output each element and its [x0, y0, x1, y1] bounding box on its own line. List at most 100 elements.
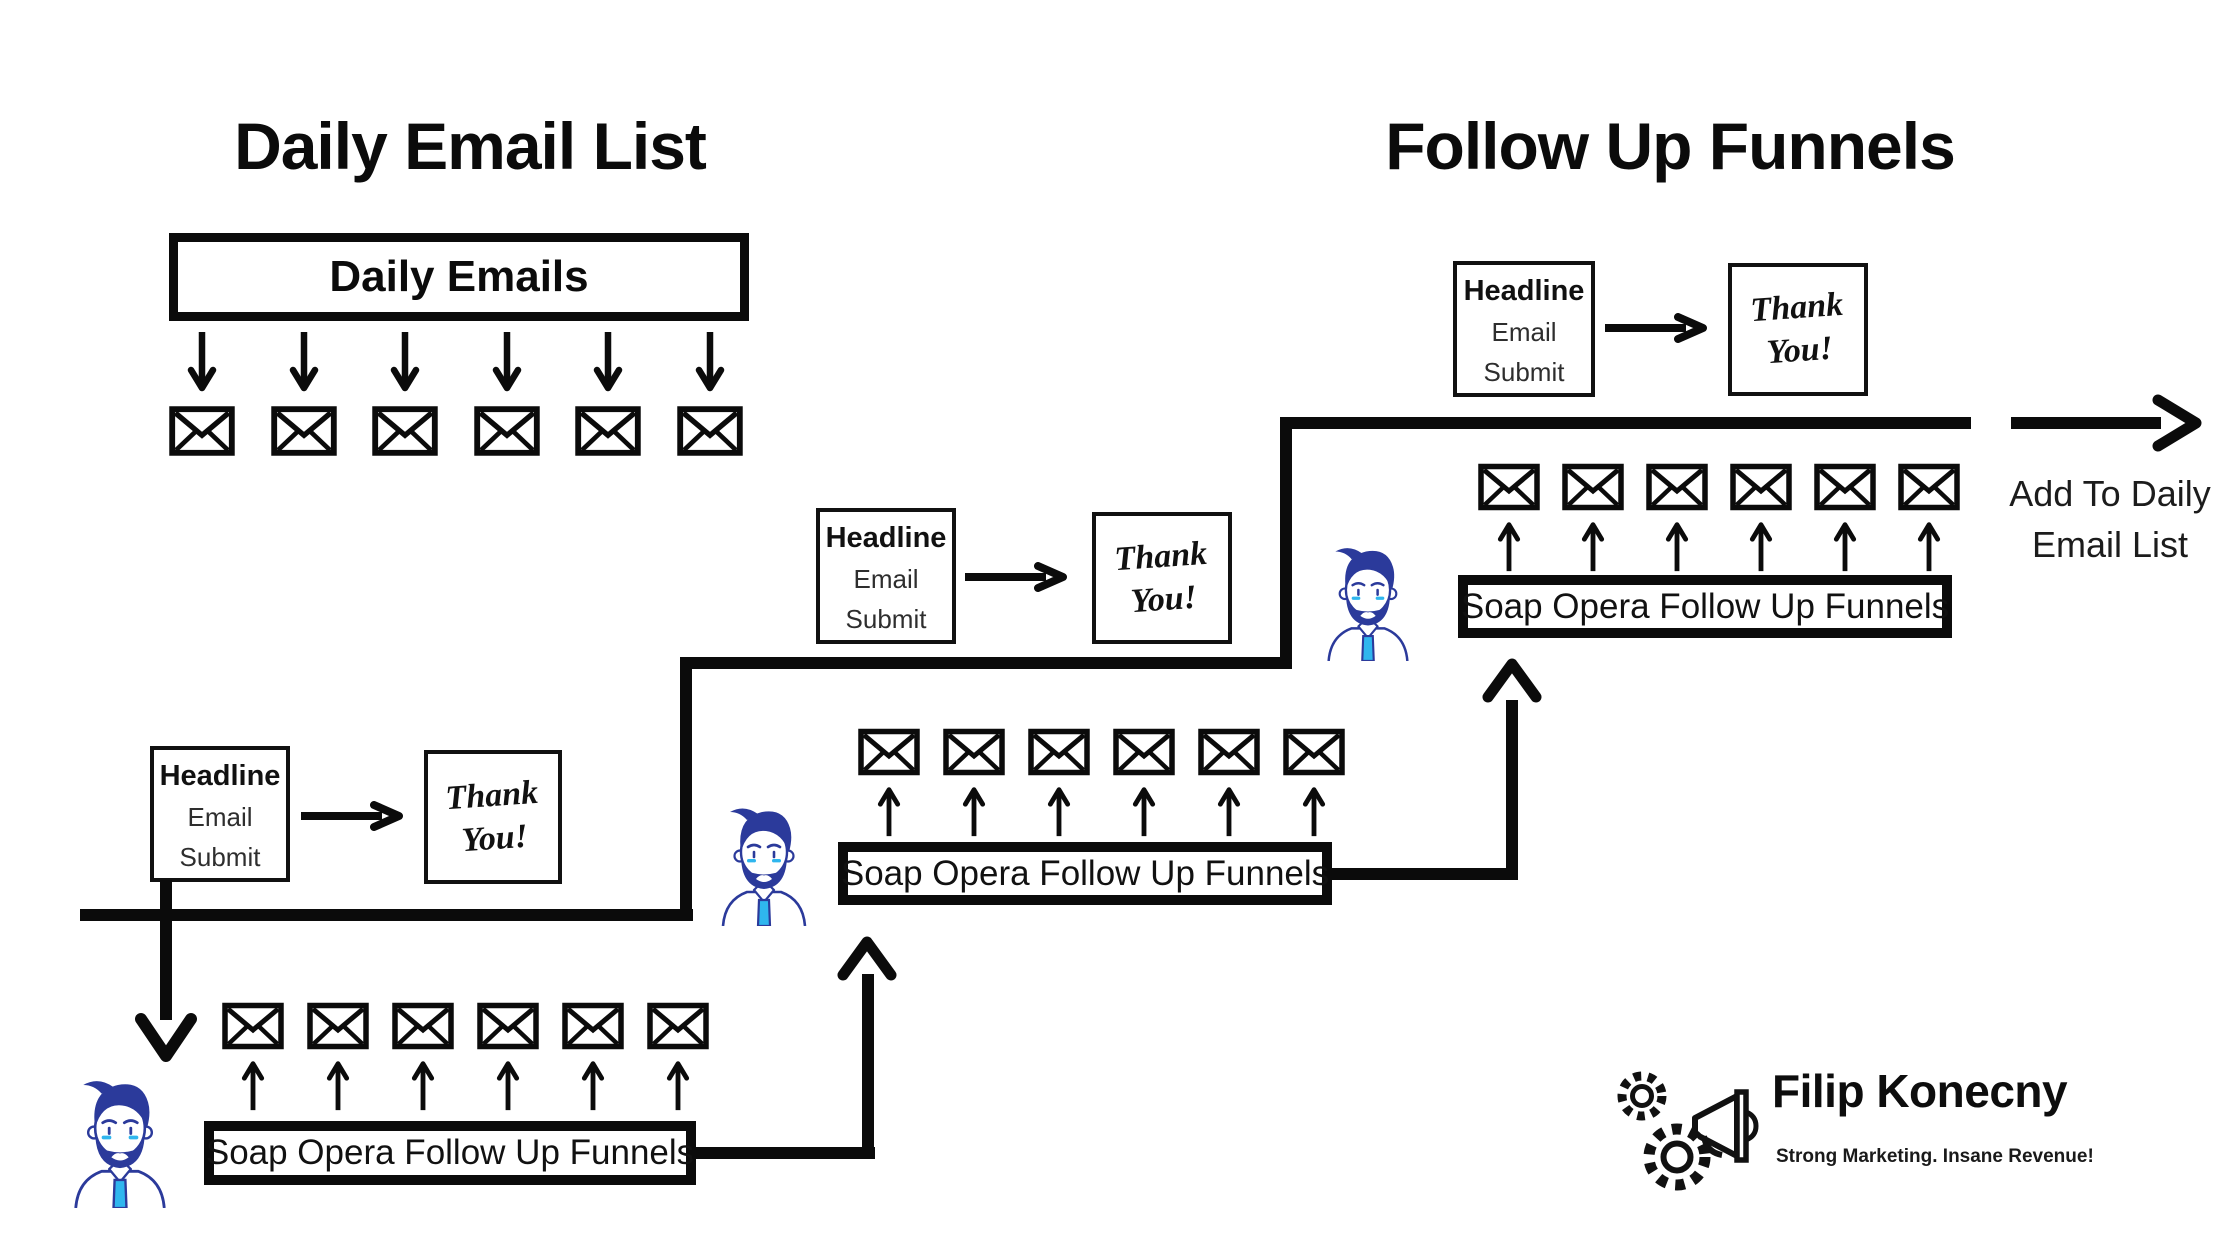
- optin-box-2: Headline Email Submit: [816, 508, 956, 644]
- envelope-icon: [677, 404, 743, 458]
- add-to-daily-label: Add To Daily Email List: [1995, 468, 2225, 570]
- optin-submit: Submit: [1483, 357, 1565, 387]
- envelope-icon: [1730, 463, 1792, 511]
- arrow-down-icon: [187, 330, 217, 402]
- arrow-up-icon: [1046, 782, 1072, 838]
- envelope-icon: [562, 1002, 624, 1050]
- thank-you-text: Thank You!: [443, 773, 539, 859]
- arrow-up-icon: [876, 782, 902, 838]
- flow-line-bottom-horizontal: [80, 909, 693, 921]
- arrow-up-icon: [1131, 782, 1157, 838]
- arrow-down-icon: [593, 330, 623, 402]
- marketer-avatar-icon: [714, 800, 814, 926]
- arrow-right-icon: [962, 562, 1074, 592]
- marketer-avatar-icon: [66, 1072, 174, 1208]
- arrow-right-icon: [1602, 313, 1714, 343]
- thank-you-box-3: Thank You!: [1728, 263, 1868, 396]
- thank-you-box-1: Thank You!: [424, 750, 562, 884]
- brand-tagline: Strong Marketing. Insane Revenue!: [1776, 1146, 2094, 1167]
- arrow-down-icon: [695, 330, 725, 402]
- connector-2-vertical: [1506, 700, 1518, 880]
- optin-box-3: Headline Email Submit: [1453, 261, 1595, 397]
- envelope-icon: [1198, 728, 1260, 776]
- envelope-icon: [474, 404, 540, 458]
- optin-drop-line: [160, 880, 172, 1020]
- optin-email: Email: [853, 564, 919, 594]
- arrow-up-icon: [1748, 517, 1774, 573]
- connector-1-vertical: [862, 974, 874, 1159]
- arrow-up-icon: [665, 1056, 691, 1112]
- arrow-down-icon: [289, 330, 319, 402]
- add-to-daily-line1: Add To Daily: [2009, 473, 2211, 514]
- funnel-box-3: Soap Opera Follow Up Funnels: [1458, 575, 1952, 638]
- optin-box-1: Headline Email Submit: [150, 746, 290, 882]
- left-section-title: Daily Email List: [234, 109, 707, 183]
- daily-emails-label: Daily Emails: [329, 252, 589, 301]
- connector-2-horizontal: [1332, 868, 1518, 880]
- optin-headline: Headline: [1463, 275, 1585, 307]
- envelope-icon: [1478, 463, 1540, 511]
- optin-headline: Headline: [825, 522, 947, 554]
- envelope-icon: [222, 1002, 284, 1050]
- arrow-right-icon: [298, 801, 410, 831]
- arrow-up-icon: [1482, 656, 1542, 704]
- connector-1-horizontal: [692, 1147, 875, 1159]
- envelope-icon: [858, 728, 920, 776]
- envelope-icon: [943, 728, 1005, 776]
- arrow-up-icon: [410, 1056, 436, 1112]
- envelope-icon: [1814, 463, 1876, 511]
- envelope-icon: [169, 404, 235, 458]
- funnel-box-1: Soap Opera Follow Up Funnels: [204, 1121, 696, 1185]
- arrow-up-icon: [837, 934, 897, 982]
- arrow-up-icon: [1832, 517, 1858, 573]
- optin-email: Email: [1491, 317, 1557, 347]
- flow-line-middle-horizontal: [680, 657, 1292, 669]
- arrow-up-icon: [961, 782, 987, 838]
- arrow-up-icon: [495, 1056, 521, 1112]
- optin-submit: Submit: [845, 604, 927, 634]
- funnel-box-label: Soap Opera Follow Up Funnels: [205, 1133, 695, 1172]
- funnel-box-label: Soap Opera Follow Up Funnels: [840, 853, 1330, 893]
- envelope-icon: [1283, 728, 1345, 776]
- arrow-up-icon: [325, 1056, 351, 1112]
- envelope-icon: [647, 1002, 709, 1050]
- envelope-icon: [271, 404, 337, 458]
- gears-megaphone-icon: [1598, 1056, 1760, 1208]
- arrow-up-icon: [1216, 782, 1242, 838]
- envelope-icon: [392, 1002, 454, 1050]
- envelope-icon: [477, 1002, 539, 1050]
- marketer-avatar-icon: [1320, 540, 1416, 661]
- daily-emails-box: Daily Emails: [169, 233, 749, 321]
- output-arrow-shaft: [2011, 417, 2161, 429]
- optin-email: Email: [187, 802, 253, 832]
- arrow-right-icon: [2150, 392, 2204, 454]
- arrow-down-icon: [134, 1012, 198, 1064]
- thank-you-text: Thank You!: [1112, 534, 1208, 620]
- envelope-icon: [372, 404, 438, 458]
- arrow-up-icon: [240, 1056, 266, 1112]
- envelope-icon: [307, 1002, 369, 1050]
- thank-you-text: Thank You!: [1748, 285, 1844, 371]
- flow-line-step1-vertical: [680, 657, 692, 921]
- add-to-daily-line2: Email List: [2031, 524, 2189, 566]
- arrow-down-icon: [492, 330, 522, 402]
- arrow-up-icon: [1664, 517, 1690, 573]
- envelope-icon: [1113, 728, 1175, 776]
- envelope-icon: [1028, 728, 1090, 776]
- thank-you-box-2: Thank You!: [1092, 512, 1232, 644]
- brand-name: Filip Konecny: [1772, 1065, 2068, 1117]
- arrow-up-icon: [1916, 517, 1942, 573]
- funnel-box-2: Soap Opera Follow Up Funnels: [838, 842, 1332, 905]
- envelope-icon: [575, 404, 641, 458]
- envelope-icon: [1562, 463, 1624, 511]
- optin-headline: Headline: [159, 760, 281, 792]
- arrow-up-icon: [1496, 517, 1522, 573]
- arrow-up-icon: [580, 1056, 606, 1112]
- arrow-up-icon: [1301, 782, 1327, 838]
- arrow-down-icon: [390, 330, 420, 402]
- optin-submit: Submit: [179, 842, 261, 872]
- right-section-title: Follow Up Funnels: [1385, 109, 1956, 183]
- flow-line-step2-vertical: [1280, 417, 1292, 669]
- funnel-box-label: Soap Opera Follow Up Funnels: [1460, 586, 1950, 626]
